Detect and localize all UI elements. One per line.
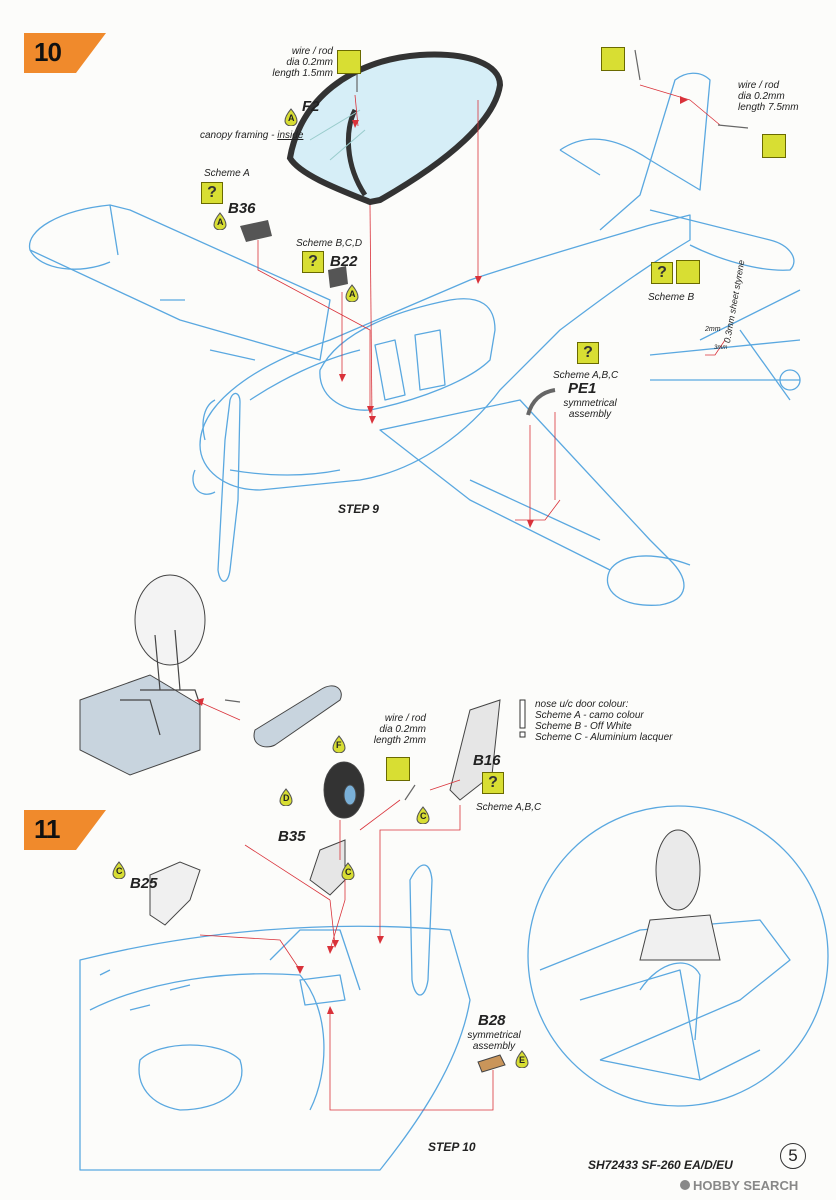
nose-door-colour-note: nose u/c door colour: Scheme A - camo co… <box>535 699 673 743</box>
dimension-2mm: 2mm <box>705 326 721 333</box>
watermark: HOBBY SEARCH <box>680 1178 798 1193</box>
part-label-f2: F2 <box>302 98 320 115</box>
step-11-tag: 11 <box>24 810 106 850</box>
step-10-tag: 10 <box>24 33 106 73</box>
dimension-3mm: 3mm <box>714 345 728 351</box>
step-11-number: 11 <box>34 814 60 844</box>
symmetrical-note-1: symmetrical assembly <box>563 398 617 420</box>
colour-badge-f: F <box>331 735 347 753</box>
wire-note-right: wire / rod dia 0.2mm length 7.5mm <box>738 80 799 113</box>
colour-badge-a: A <box>212 212 228 230</box>
scheme-abc-b16-label: Scheme A,B,C <box>476 802 542 813</box>
question-icon: ? <box>201 182 223 204</box>
colour-badge-c: C <box>340 862 356 880</box>
step-10-caption: STEP 10 <box>428 1140 476 1154</box>
kit-code: SH72433 SF-260 EA/D/EU <box>588 1158 733 1172</box>
question-icon: ? <box>577 342 599 364</box>
step-10-number: 10 <box>34 37 62 67</box>
wire-note-top: wire / rod dia 0.2mm length 1.5mm <box>272 46 333 79</box>
step-9-caption: STEP 9 <box>338 502 379 516</box>
hand-icon <box>601 47 625 71</box>
question-icon: ? <box>651 262 673 284</box>
question-icon: ? <box>302 251 324 273</box>
part-label-b36: B36 <box>228 200 256 217</box>
hand-icon <box>386 757 410 781</box>
hand-icon <box>676 260 700 284</box>
scheme-a-label: Scheme A <box>204 168 250 179</box>
part-label-b22: B22 <box>330 253 358 270</box>
scheme-b-label: Scheme B <box>648 292 695 303</box>
colour-badge-e: E <box>514 1050 530 1068</box>
part-label-b28: B28 <box>478 1012 506 1029</box>
part-label-pe1: PE1 <box>568 380 597 397</box>
part-label-b16: B16 <box>473 752 501 769</box>
question-icon: ? <box>482 772 504 794</box>
watermark-icon <box>680 1180 690 1190</box>
scheme-abc-pe-label: Scheme A,B,C <box>553 370 619 381</box>
colour-badge-a: A <box>344 284 360 302</box>
symmetrical-note-2: symmetrical assembly <box>467 1030 521 1052</box>
colour-badge-a: A <box>283 108 299 126</box>
colour-badge-d: D <box>278 788 294 806</box>
scheme-bcd-label: Scheme B,C,D <box>296 238 363 249</box>
wire-note-mid: wire / rod dia 0.2mm length 2mm <box>373 713 426 746</box>
part-label-b35: B35 <box>278 828 306 845</box>
part-label-b25: B25 <box>130 875 158 892</box>
page-number: 5 <box>780 1143 806 1169</box>
hand-icon <box>337 50 361 74</box>
canopy-framing-note: canopy framing - inside <box>200 130 304 141</box>
colour-badge-c: C <box>111 861 127 879</box>
hand-icon <box>762 134 786 158</box>
colour-badge-c: C <box>415 806 431 824</box>
